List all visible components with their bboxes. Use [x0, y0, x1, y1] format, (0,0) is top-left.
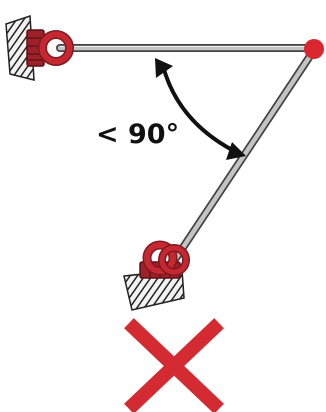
diagonal-sling-leg	[172, 46, 318, 262]
junction-point	[304, 39, 324, 59]
horizontal-sling-leg	[56, 44, 318, 52]
bottom-eye-bolt-icon	[123, 240, 190, 311]
top-eye-bolt-icon	[5, 14, 74, 81]
cross-icon	[124, 318, 224, 412]
angle-arrow	[155, 58, 246, 160]
angle-label: < 90°	[96, 119, 179, 150]
